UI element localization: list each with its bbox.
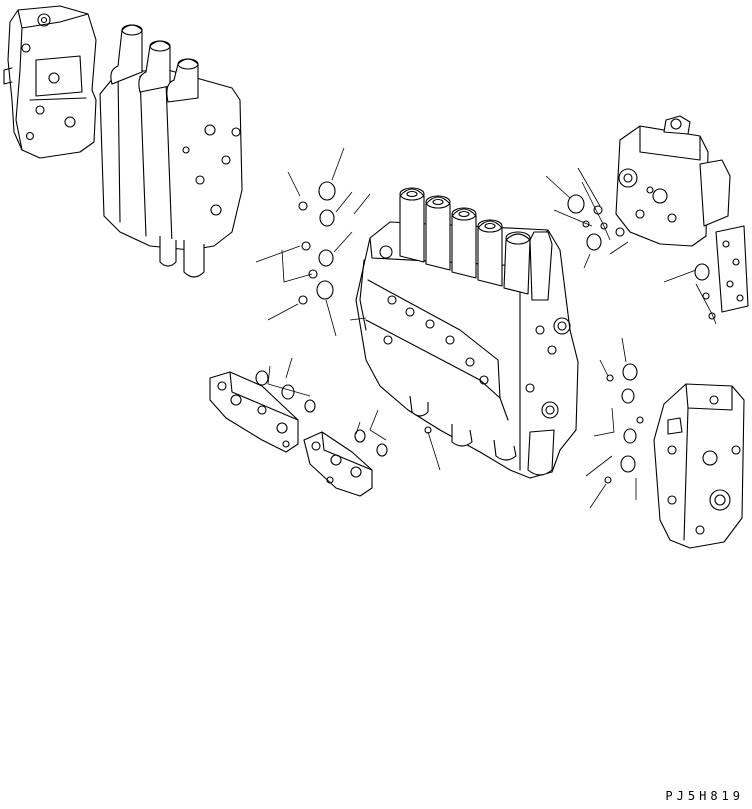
end-cover-right	[616, 116, 748, 312]
pilot-cover-left	[210, 358, 315, 452]
seal-set-right-upper	[546, 168, 716, 324]
seal-set-left	[256, 148, 370, 336]
three-spool-section-group	[100, 25, 242, 277]
seal-set-right-lower	[586, 338, 643, 508]
drawing-code: PJ5H819	[665, 789, 744, 803]
pilot-cover-small	[304, 410, 387, 496]
main-control-valve-block	[350, 188, 578, 478]
end-cap-section-top-left	[4, 6, 96, 158]
inlet-section-right	[654, 384, 744, 548]
